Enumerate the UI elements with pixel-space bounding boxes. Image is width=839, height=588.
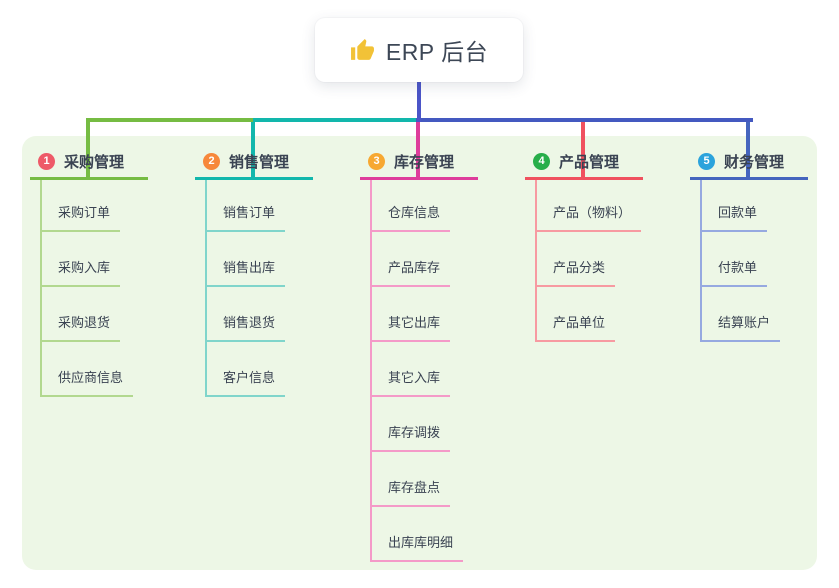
branch-connector-line: [416, 118, 420, 179]
branch-connector-line: [746, 118, 750, 179]
child-node[interactable]: 回款单: [700, 204, 768, 232]
child-node[interactable]: 产品单位: [535, 314, 616, 342]
child-connector-line: [700, 180, 702, 342]
branches-panel: [22, 136, 817, 570]
branch-number-badge: 5: [698, 153, 715, 170]
child-node[interactable]: 采购退货: [40, 314, 121, 342]
child-connector-line: [370, 180, 372, 562]
branch-label: 采购管理: [64, 154, 125, 171]
trunk-segment-left: [86, 118, 255, 122]
child-node[interactable]: 采购订单: [40, 204, 121, 232]
child-node[interactable]: 客户信息: [205, 369, 286, 397]
child-node[interactable]: 付款单: [700, 259, 768, 287]
branch-connector-line: [251, 118, 255, 179]
child-node[interactable]: 产品库存: [370, 259, 451, 287]
branch-number-badge: 1: [38, 153, 55, 170]
branch-header-4[interactable]: 4 产品管理: [525, 149, 643, 180]
branch-connector-line: [581, 118, 585, 179]
child-connector-line: [205, 180, 207, 397]
child-node[interactable]: 其它入库: [370, 369, 451, 397]
child-node[interactable]: 仓库信息: [370, 204, 451, 232]
branch-label: 财务管理: [724, 154, 785, 171]
child-connector-line: [40, 180, 42, 397]
branch-label: 库存管理: [394, 154, 455, 171]
branch-number-badge: 2: [203, 153, 220, 170]
child-node[interactable]: 库存盘点: [370, 479, 451, 507]
child-node[interactable]: 库存调拨: [370, 424, 451, 452]
thumbs-up-icon: [350, 38, 375, 63]
branch-label: 产品管理: [559, 154, 620, 171]
root-node[interactable]: ERP 后台: [315, 18, 523, 82]
branch-header-3[interactable]: 3 库存管理: [360, 149, 478, 180]
root-node-label: ERP 后台: [385, 39, 489, 65]
child-connector-line: [535, 180, 537, 342]
branch-number-badge: 4: [533, 153, 550, 170]
child-node[interactable]: 采购入库: [40, 259, 121, 287]
child-node[interactable]: 产品（物料）: [535, 204, 642, 232]
branch-label: 销售管理: [229, 154, 290, 171]
child-node[interactable]: 其它出库: [370, 314, 451, 342]
trunk-segment-right: [416, 118, 753, 122]
branch-header-1[interactable]: 1 采购管理: [30, 149, 148, 180]
root-connector-line: [417, 82, 421, 122]
child-node[interactable]: 销售出库: [205, 259, 286, 287]
child-node[interactable]: 出库库明细: [370, 534, 464, 562]
child-node[interactable]: 产品分类: [535, 259, 616, 287]
branch-header-2[interactable]: 2 销售管理: [195, 149, 313, 180]
child-node[interactable]: 销售退货: [205, 314, 286, 342]
child-node[interactable]: 供应商信息: [40, 369, 134, 397]
branch-header-5[interactable]: 5 财务管理: [690, 149, 808, 180]
branch-connector-line: [86, 118, 90, 179]
trunk-segment-middle: [253, 118, 418, 122]
child-node[interactable]: 结算账户: [700, 314, 781, 342]
branch-number-badge: 3: [368, 153, 385, 170]
child-node[interactable]: 销售订单: [205, 204, 286, 232]
